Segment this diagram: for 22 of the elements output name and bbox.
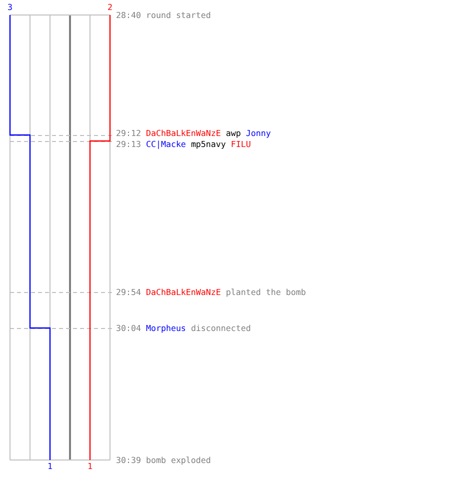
event-text: bomb exploded: [146, 455, 211, 465]
player-name: Jonny: [246, 128, 271, 138]
event-text: planted the bomb: [226, 287, 306, 297]
count-label: 1: [86, 461, 94, 471]
event-text: round started: [146, 10, 211, 20]
count-label: 1: [46, 461, 54, 471]
player-name: FILU: [230, 139, 251, 149]
time-label: 29:13: [116, 139, 141, 149]
time-label: 30:04: [116, 323, 141, 333]
weapon-name: awp: [226, 128, 241, 138]
time-label: 28:40: [116, 10, 141, 20]
player-name: CC|Macke: [146, 139, 186, 149]
weapon-name: mp5navy: [190, 139, 226, 149]
event-text: disconnected: [190, 323, 251, 333]
time-label: 30:39: [116, 455, 141, 465]
time-label: 29:54: [116, 287, 141, 297]
count-label: 2: [106, 2, 114, 12]
player-name: DaChBaLkEnWaNzE: [146, 287, 221, 297]
count-label: 3: [6, 2, 14, 12]
time-label: 29:12: [116, 128, 141, 138]
player-name: Morpheus: [146, 323, 186, 333]
player-name: DaChBaLkEnWaNzE: [146, 128, 221, 138]
